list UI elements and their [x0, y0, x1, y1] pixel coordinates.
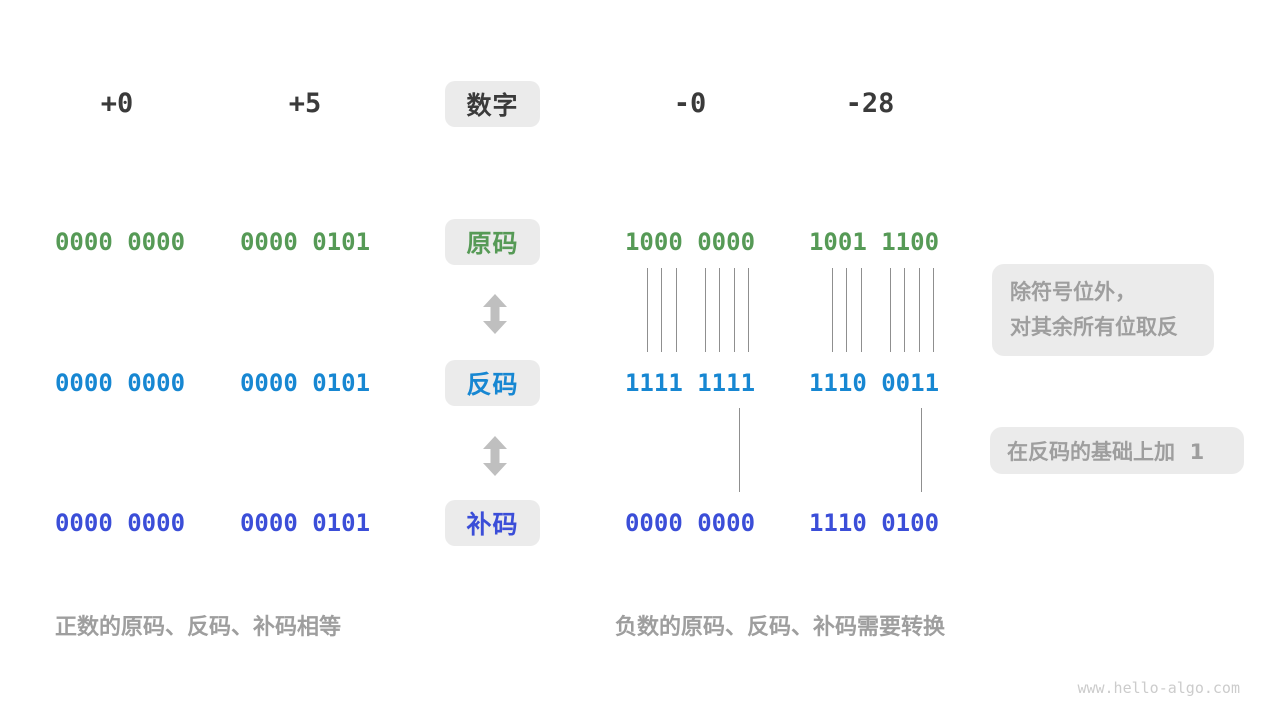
sign-magnitude-minus0: 1000 0000 — [624, 228, 756, 256]
twos-complement-plus0: 0000 0000 — [54, 509, 186, 537]
twos-complement-minus28: 1110 0100 — [808, 509, 940, 537]
number-minus-28: -28 — [845, 88, 895, 119]
bit-flip-line — [734, 268, 735, 352]
add-one-line — [739, 408, 740, 492]
sign-magnitude-plus5: 0000 0101 — [239, 228, 371, 256]
bit-flip-line — [719, 268, 720, 352]
up-down-arrow-icon — [483, 294, 507, 334]
ones-complement-minus28: 1110 0011 — [808, 369, 940, 397]
caption-negative: 负数的原码、反码、补码需要转换 — [615, 615, 946, 640]
bit-flip-line — [890, 268, 891, 352]
bit-flip-line — [661, 268, 662, 352]
badge-ones-complement: 反码 — [445, 360, 540, 406]
add-one-note: 在反码的基础上加 1 — [990, 427, 1244, 474]
ones-complement-plus5: 0000 0101 — [239, 369, 371, 397]
add-one-line — [921, 408, 922, 492]
bit-flip-line — [861, 268, 862, 352]
badge-sign-magnitude: 原码 — [445, 219, 540, 265]
bit-flip-line — [933, 268, 934, 352]
watermark: www.hello-algo.com — [1077, 679, 1240, 697]
bit-flip-line — [832, 268, 833, 352]
ones-complement-plus0: 0000 0000 — [54, 369, 186, 397]
flip-note: 除符号位外， 对其余所有位取反 — [992, 264, 1214, 356]
number-minus-0: -0 — [673, 88, 707, 119]
bit-flip-line — [919, 268, 920, 352]
sign-magnitude-minus28: 1001 1100 — [808, 228, 940, 256]
ones-complement-minus0: 1111 1111 — [624, 369, 756, 397]
badge-twos-complement: 补码 — [445, 500, 540, 546]
bit-flip-line — [705, 268, 706, 352]
number-plus-5: +5 — [288, 88, 322, 119]
bit-flip-line — [904, 268, 905, 352]
twos-complement-plus5: 0000 0101 — [239, 509, 371, 537]
number-plus-0: +0 — [100, 88, 134, 119]
bit-flip-line — [846, 268, 847, 352]
bit-flip-line — [748, 268, 749, 352]
badge-number: 数字 — [445, 81, 540, 127]
up-down-arrow-icon — [483, 436, 507, 476]
bit-flip-line — [647, 268, 648, 352]
flip-note-line1: 除符号位外， — [1010, 280, 1136, 304]
bit-flip-line — [676, 268, 677, 352]
caption-positive: 正数的原码、反码、补码相等 — [55, 615, 342, 640]
twos-complement-minus0: 0000 0000 — [624, 509, 756, 537]
sign-magnitude-plus0: 0000 0000 — [54, 228, 186, 256]
flip-note-line2: 对其余所有位取反 — [1010, 315, 1178, 339]
